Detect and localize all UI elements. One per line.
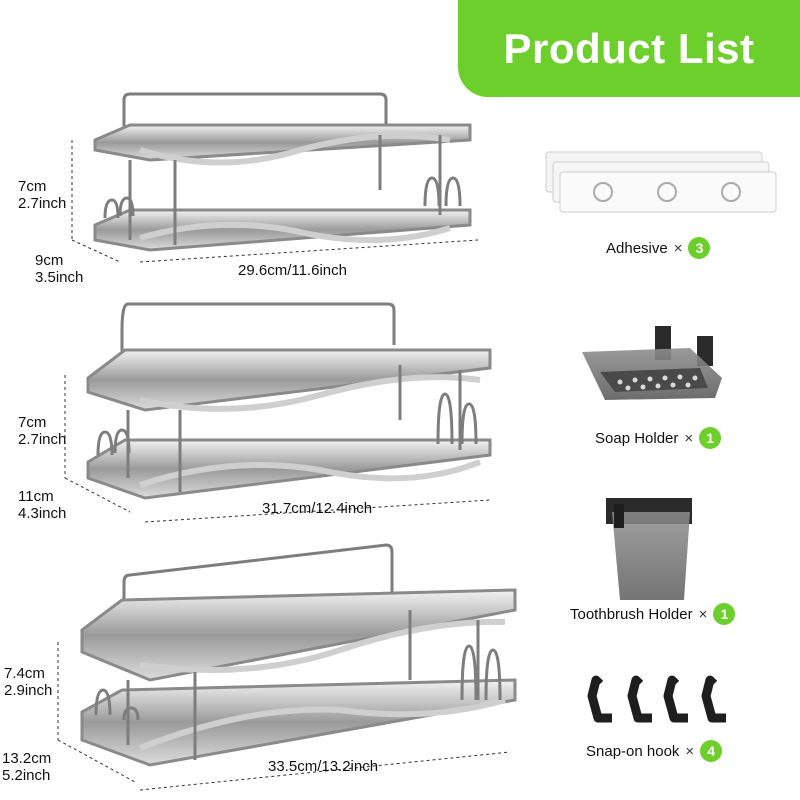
quantity-badge: 3 (688, 237, 711, 259)
shelf-small-dimension-lines (71, 140, 479, 263)
soap-holder-label-text: Soap Holder (595, 429, 679, 447)
shelf-2-depth-label: 11cm 4.3inch (18, 488, 66, 522)
shelf-3-height-label: 7.4cm 2.9inch (4, 665, 52, 699)
shelf-1-depth-cm: 9cm (35, 252, 64, 269)
toothbrush-holder-label: Toothbrush Holder × 1 (570, 603, 736, 625)
snap-on-hook-label-text: Snap-on hook (586, 742, 680, 760)
shelf-3-height-in: 2.9inch (4, 682, 53, 699)
shelf-2-height-cm: 7cm (18, 414, 47, 431)
quantity-badge: 1 (713, 603, 736, 625)
toothbrush-holder-label-text: Toothbrush Holder (570, 605, 693, 623)
shelf-2-height-label: 7cm 2.7inch (18, 414, 66, 448)
adhesive-label-text: Adhesive (606, 239, 668, 257)
product-list-banner: Product List (458, 0, 800, 97)
times-symbol: × (684, 429, 694, 447)
shelf-large-dimension-lines (57, 642, 511, 791)
shelf-2-depth-in: 4.3inch (18, 505, 67, 522)
times-symbol: × (698, 605, 708, 623)
shelf-medium (86, 302, 492, 500)
adhesive-strips (545, 151, 777, 213)
snap-on-hooks-image (587, 675, 726, 723)
quantity-badge: 1 (699, 427, 722, 449)
snap-on-hook-label: Snap-on hook × 4 (586, 740, 723, 762)
shelf-1-height-in: 2.7inch (18, 195, 67, 212)
times-symbol: × (685, 742, 695, 760)
quantity-badge: 4 (700, 740, 723, 762)
adhesive-label: Adhesive × 3 (606, 237, 711, 259)
soap-holder-label: Soap Holder × 1 (595, 427, 722, 449)
shelf-medium-dimension-lines (64, 375, 491, 523)
shelf-3-depth-in: 5.2inch (2, 767, 51, 784)
shelf-3-length-label: 33.5cm/13.2inch (268, 758, 379, 775)
shelf-2-height-in: 2.7inch (18, 431, 67, 448)
shelf-2-depth-cm: 11cm (18, 488, 54, 505)
soap-holder-image (582, 326, 722, 400)
shelf-3-depth-label: 13.2cm 5.2inch (2, 750, 51, 784)
shelf-2-length-label: 31.7cm/12.4inch (262, 500, 373, 517)
shelf-1-length-label: 29.6cm/11.6inch (238, 262, 347, 279)
shelf-large (80, 543, 517, 767)
shelf-3-height-cm: 7.4cm (4, 665, 45, 682)
shelf-1-depth-in: 3.5inch (35, 269, 84, 286)
shelf-1-height-cm: 7cm (18, 178, 47, 195)
shelf-3-depth-cm: 13.2cm (2, 750, 52, 767)
shelf-1-height-label: 7cm 2.7inch (18, 178, 66, 212)
shelf-1-depth-label: 9cm 3.5inch (35, 252, 83, 286)
times-symbol: × (673, 239, 683, 257)
page-title: Product List (503, 24, 755, 72)
toothbrush-holder-image (606, 498, 692, 600)
shelf-small (93, 92, 472, 252)
